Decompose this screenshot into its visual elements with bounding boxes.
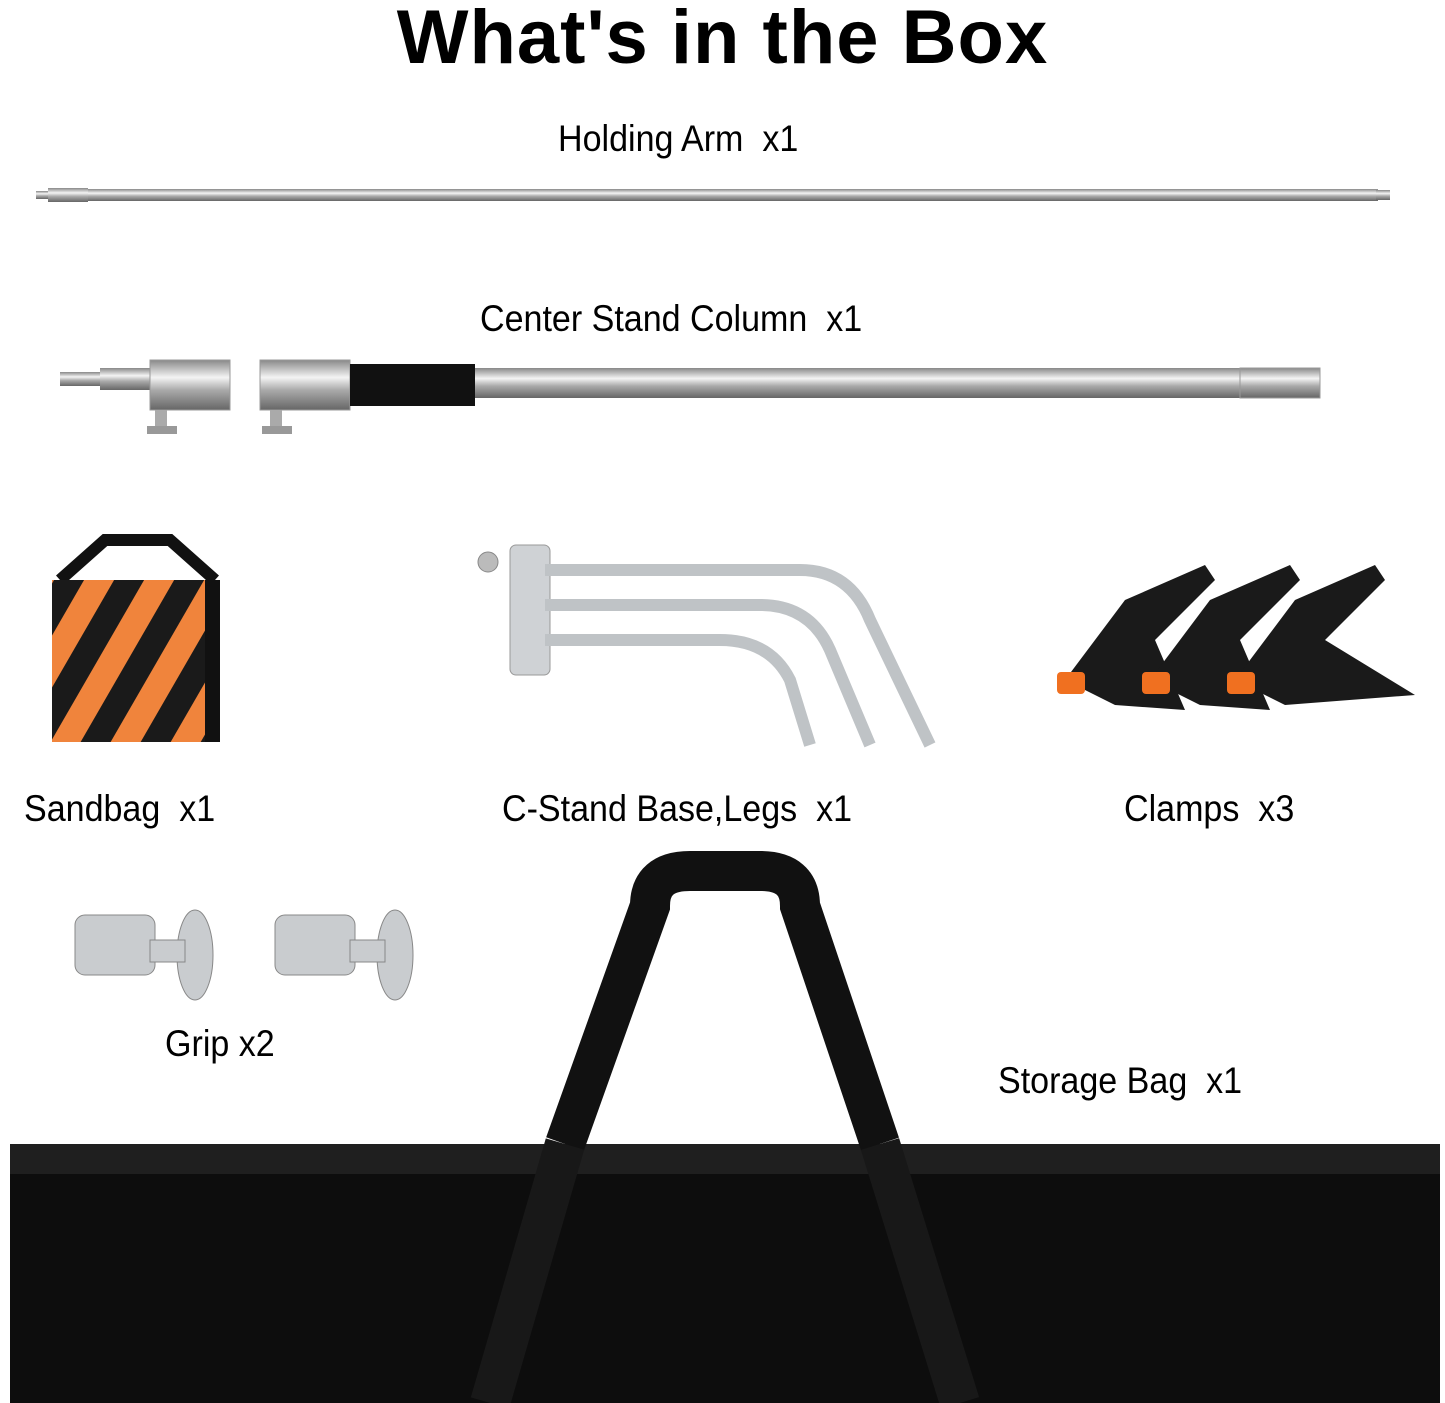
label-clamps: Clamps x3 (1124, 788, 1295, 829)
center-stand-column-image (60, 359, 1321, 434)
label-sandbag: Sandbag x1 (24, 788, 216, 829)
grip-image (74, 909, 414, 1001)
label-center-stand-column: Center Stand Column x1 (480, 298, 863, 339)
storage-bag-image (10, 851, 1440, 1403)
sandbag-image (52, 534, 220, 742)
c-stand-base-image (477, 544, 936, 748)
page-title: What's in the Box (396, 0, 1049, 80)
holding-arm-image (36, 188, 1390, 202)
label-grip: Grip x2 (165, 1023, 275, 1064)
label-storage-bag: Storage Bag x1 (998, 1060, 1243, 1101)
label-holding-arm: Holding Arm x1 (558, 118, 799, 159)
label-c-stand-base-legs: C-Stand Base,Legs x1 (502, 788, 853, 829)
clamps-image (1057, 565, 1415, 710)
